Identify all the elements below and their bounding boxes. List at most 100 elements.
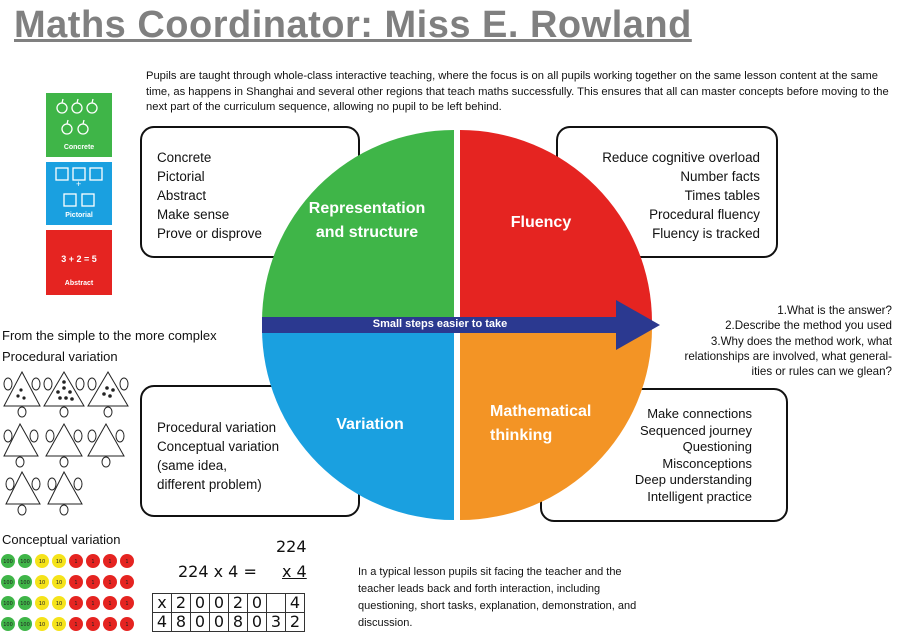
counter: 10 [35, 554, 49, 568]
list-item: Deep understanding [634, 472, 752, 487]
wheel-quadrant-fluency [460, 130, 652, 322]
counter: 1 [103, 554, 117, 568]
apples-icon [56, 98, 98, 135]
list-item: Pictorial [157, 169, 205, 184]
questions-list: 1.What is the answer? 2.Describe the met… [642, 303, 892, 379]
question-item: 3.Why does the method work, what [710, 334, 892, 348]
svg-text:1: 1 [125, 580, 128, 586]
counter: 100 [18, 596, 32, 610]
list-item: Misconceptions [662, 455, 752, 471]
question-item: 2.Describe the method you used [725, 319, 892, 333]
calc-cell: 3 [266, 612, 286, 632]
svg-text:1: 1 [108, 622, 111, 628]
counter: 1 [86, 617, 100, 631]
svg-text:1: 1 [74, 559, 77, 565]
svg-text:1: 1 [74, 622, 77, 628]
svg-text:1: 1 [125, 601, 128, 607]
wheel-label-line: Mathematical [490, 403, 592, 420]
svg-text:1: 1 [125, 559, 128, 565]
svg-text:100: 100 [20, 580, 30, 586]
calc-cell: 0 [209, 612, 229, 632]
calc-cell: 0 [190, 612, 210, 632]
list-item: Concrete [157, 150, 212, 165]
wheel-quadrant-thinking [460, 328, 652, 520]
cpa-abstract-equation: 3 + 2 = 5 [61, 254, 97, 264]
svg-text:1: 1 [108, 559, 111, 565]
calc-row: x 2 0 0 2 0 4 [152, 593, 305, 613]
wheel-label-line: thinking [490, 427, 553, 444]
calc-cell: 2 [228, 593, 248, 613]
cpa-concrete-label: Concrete [63, 144, 95, 151]
svg-text:1: 1 [91, 559, 94, 565]
calc-cell: x [152, 593, 172, 613]
procedural-variation-label: Procedural variation [2, 349, 118, 364]
svg-text:10: 10 [39, 559, 45, 565]
counter: 10 [35, 617, 49, 631]
list-item: (same idea, [157, 458, 227, 473]
calc-top-number: 224 [276, 537, 307, 556]
calc-cell: 8 [171, 612, 191, 632]
wheel-label-representation: Representation and structure [296, 197, 438, 245]
counter: 1 [69, 554, 83, 568]
list-item: Sequenced journey [639, 422, 752, 438]
counter: 1 [86, 596, 100, 610]
svg-text:1: 1 [74, 601, 77, 607]
fluency-list: Reduce cognitive overload Number facts T… [602, 148, 760, 243]
calc-cell: 0 [190, 593, 210, 613]
svg-text:10: 10 [56, 580, 62, 586]
list-item: Conceptual variation [157, 439, 280, 454]
svg-text:1: 1 [108, 601, 111, 607]
conceptual-variation-label: Conceptual variation [2, 532, 121, 547]
intro-paragraph: Pupils are taught through whole-class in… [146, 70, 889, 113]
list-item: Abstract [157, 188, 207, 203]
thinking-list: Make connections Sequenced journey Quest… [635, 406, 752, 505]
cpa-abstract-label: Abstract [64, 280, 94, 287]
svg-text:1: 1 [74, 580, 77, 586]
counter: 10 [35, 575, 49, 589]
list-item: Reduce cognitive overload [602, 150, 760, 165]
counter: 1 [69, 575, 83, 589]
counter: 1 [103, 596, 117, 610]
counter: 1 [86, 554, 100, 568]
list-item: Procedural fluency [649, 207, 760, 222]
counter: 10 [52, 596, 66, 610]
list-item: Make sense [157, 207, 230, 222]
lesson-paragraph: In a typical lesson pupils sit facing th… [358, 566, 637, 629]
counter: 10 [52, 554, 66, 568]
svg-text:10: 10 [56, 559, 62, 565]
counter: 100 [18, 554, 32, 568]
counter: 1 [69, 596, 83, 610]
calc-cell: 2 [171, 593, 191, 613]
svg-text:10: 10 [39, 622, 45, 628]
list-item: Fluency is tracked [652, 226, 760, 241]
counter: 100 [1, 617, 15, 631]
counter: 10 [35, 596, 49, 610]
svg-text:10: 10 [56, 601, 62, 607]
calc-cell: 8 [228, 612, 248, 632]
teaching-wheel [262, 130, 652, 520]
list-item: Prove or disprove [157, 226, 262, 241]
list-item: Times tables [684, 188, 760, 203]
svg-text:10: 10 [56, 622, 62, 628]
calc-cell [266, 593, 286, 613]
svg-text:10: 10 [39, 580, 45, 586]
svg-text:100: 100 [3, 622, 13, 628]
svg-text:1: 1 [91, 601, 94, 607]
counter: 100 [18, 575, 32, 589]
counter: 1 [120, 617, 134, 631]
cpa-pictorial-label: Pictorial [65, 212, 93, 219]
calc-multiplier: x 4 [282, 562, 307, 581]
wheel-label-thinking: Mathematical thinking [490, 400, 626, 448]
calc-row: 4 8 0 0 8 0 3 2 [152, 612, 305, 632]
calc-cell: 0 [247, 593, 267, 613]
svg-text:1: 1 [91, 580, 94, 586]
counter: 100 [1, 575, 15, 589]
calc-cell: 0 [209, 593, 229, 613]
counter: 1 [69, 617, 83, 631]
counter: 1 [86, 575, 100, 589]
list-item: different problem) [157, 477, 262, 492]
question-item: 1.What is the answer? [777, 304, 892, 317]
calc-cell: 2 [285, 612, 305, 632]
list-item: Number facts [680, 169, 760, 184]
